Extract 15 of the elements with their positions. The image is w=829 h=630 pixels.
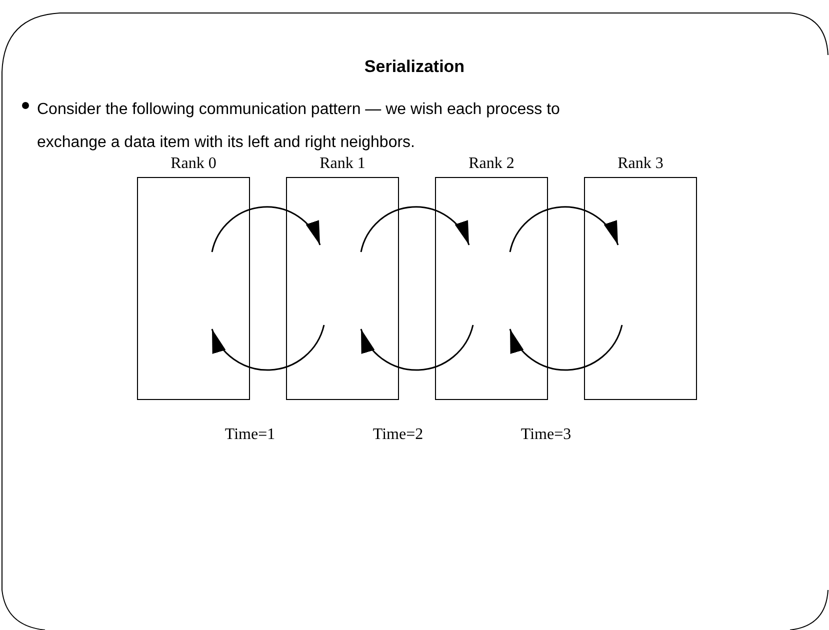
time-label: Time=2: [372, 425, 424, 445]
curved-arrow: [211, 206, 321, 252]
curved-arrow: [360, 324, 474, 371]
rank-label: Rank 2: [468, 154, 514, 174]
rank-label: Rank 0: [170, 154, 216, 174]
curved-arrow: [509, 324, 623, 371]
rank-label: Rank 1: [320, 154, 366, 174]
curved-arrow: [211, 324, 325, 371]
time-label: Time=3: [520, 425, 572, 445]
curved-arrow: [509, 206, 619, 252]
time-label: Time=1: [224, 425, 276, 445]
bullet-text: Consider the following communication pattern — we wish each process to exchange a data item with its left and right neighbors.: [37, 100, 561, 153]
curved-arrow: [360, 206, 470, 252]
slide-title: Serialization: [364, 56, 465, 78]
rank-label: Rank 3: [618, 154, 664, 174]
